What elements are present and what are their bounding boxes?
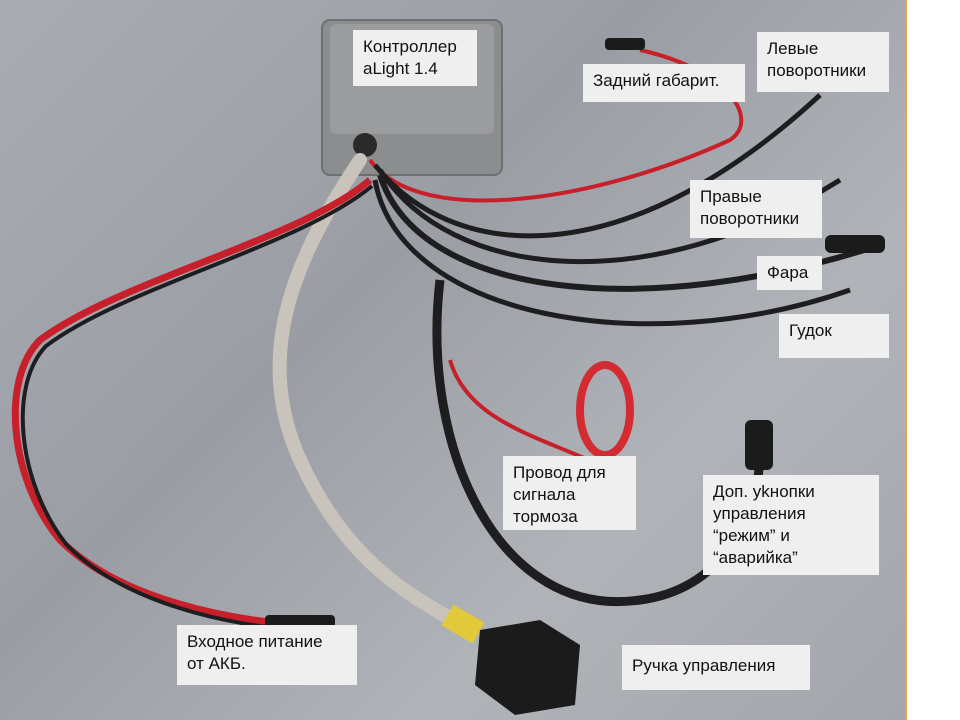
label-extra-buttons: Доп. уkнопки управления “режим” и “авари…: [703, 475, 879, 575]
label-left-turn-signals: Левые поворотники: [757, 32, 889, 92]
label-brake-wire: Провод для сигнала тормоза: [503, 456, 636, 530]
buttons-connector: [745, 420, 773, 470]
label-control-handle: Ручка управления: [622, 645, 810, 690]
label-controller: Контроллер aLight 1.4: [353, 30, 477, 86]
power-cable-black: [20, 184, 374, 632]
label-horn: Гудок: [779, 314, 889, 358]
left-turn-wire: [373, 93, 822, 239]
control-connector: [475, 620, 580, 715]
label-right-turn-signals: Правые поворотники: [690, 180, 822, 238]
label-rear-light: Задний габарит.: [583, 64, 745, 102]
wiring-illustration: [11, 19, 885, 715]
wiring-photo: [0, 0, 907, 720]
cable-gland: [353, 133, 377, 157]
label-headlight: Фара: [757, 256, 822, 290]
rear-light-connector: [605, 38, 645, 50]
headlight-connector: [825, 235, 885, 253]
grey-cable: [272, 153, 477, 637]
yellow-tape: [441, 604, 485, 644]
label-power-input: Входное питание от АКБ.: [177, 625, 357, 685]
horn-wire: [372, 179, 851, 327]
power-cable-red: [11, 177, 373, 629]
brake-wire-coil: [576, 361, 634, 459]
